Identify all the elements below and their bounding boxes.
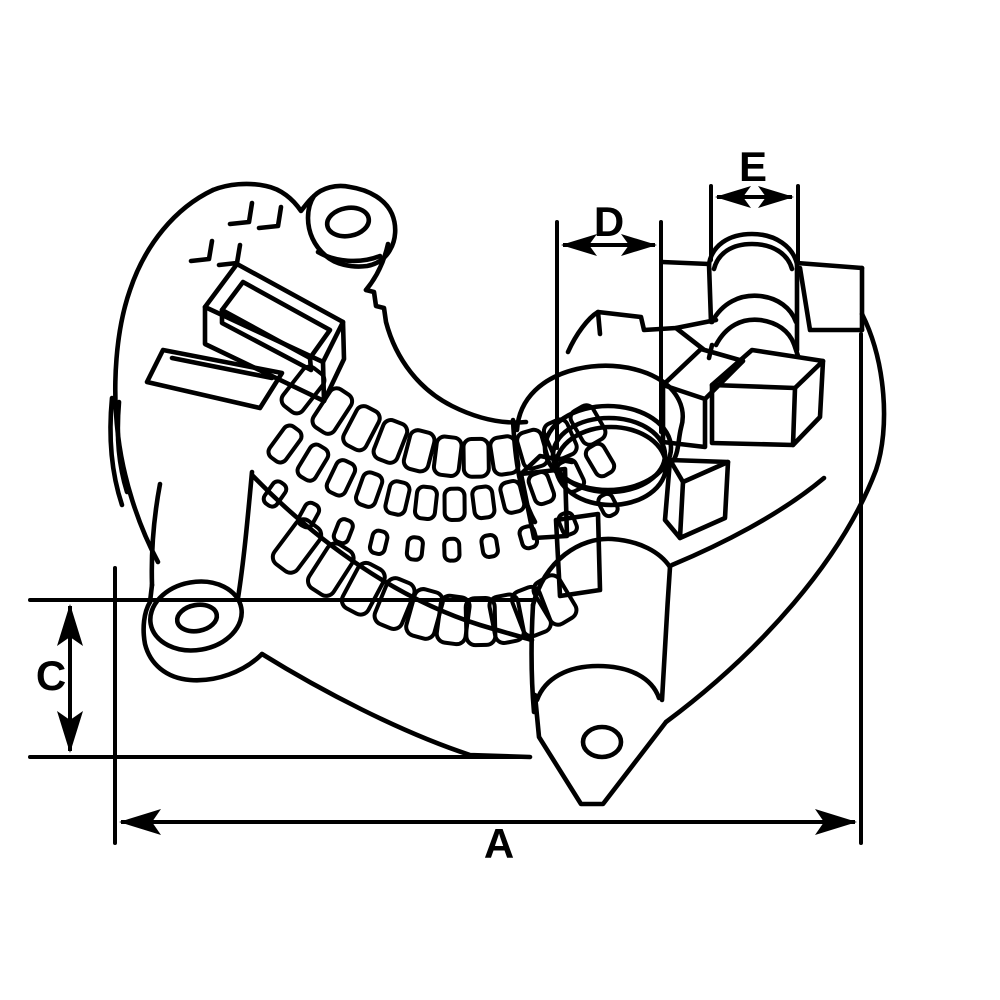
dim-label-d: D xyxy=(594,198,624,245)
vent-slot xyxy=(442,486,467,522)
vent-slot xyxy=(404,535,425,562)
vent-slot xyxy=(295,442,331,483)
dimension-d: D xyxy=(555,198,663,450)
vent-slot xyxy=(596,491,620,519)
part-outline xyxy=(108,181,887,807)
vent-slot xyxy=(479,533,500,559)
vent-slot xyxy=(531,573,579,627)
dim-c-arrow-down-icon xyxy=(57,711,83,753)
vent-slot xyxy=(296,500,322,530)
vent-slot xyxy=(461,436,491,479)
dim-a-arrow-left-icon xyxy=(119,809,161,835)
vent-slot xyxy=(383,479,412,517)
vent-slot xyxy=(270,517,324,575)
vent-slot xyxy=(583,441,617,479)
vent-slot xyxy=(331,517,355,546)
vent-slot xyxy=(354,470,385,509)
vent-slot xyxy=(442,536,462,563)
vent-slot xyxy=(517,524,540,551)
vent-slot xyxy=(339,560,387,617)
vent-slot xyxy=(279,364,327,416)
vent-slot xyxy=(526,470,557,507)
dimension-e: E xyxy=(709,143,800,264)
vent-slot xyxy=(555,457,587,494)
vent-slot xyxy=(431,434,464,478)
dim-e-arrow-right-icon xyxy=(758,186,794,208)
dim-d-arrow-left-icon xyxy=(561,234,597,256)
vent-slot xyxy=(305,541,356,598)
vent-slot xyxy=(261,479,289,509)
vent-slot xyxy=(498,478,527,515)
vent-slot xyxy=(556,510,579,537)
vent-slot xyxy=(412,484,439,522)
dim-d-arrow-right-icon xyxy=(621,234,657,256)
dim-e-arrow-left-icon xyxy=(715,186,751,208)
dim-a-arrow-right-icon xyxy=(815,809,857,835)
vent-slot-field xyxy=(261,364,620,648)
vent-slot xyxy=(266,423,304,465)
vent-slot xyxy=(541,417,579,461)
vent-slot xyxy=(568,403,608,447)
vent-slot xyxy=(341,404,382,453)
dim-label-c: C xyxy=(36,652,66,699)
vent-slot xyxy=(310,386,355,436)
vent-slot xyxy=(367,528,390,556)
dim-label-e: E xyxy=(739,143,767,190)
vent-slot xyxy=(488,434,521,477)
dim-c-arrow-up-icon xyxy=(57,604,83,646)
vent-slot xyxy=(371,418,410,465)
vent-slot xyxy=(324,458,358,498)
vent-slot xyxy=(487,592,526,646)
vent-slot xyxy=(510,584,553,639)
vent-slot xyxy=(470,484,497,521)
dimension-a: A xyxy=(113,332,863,867)
dim-label-a: A xyxy=(484,820,514,867)
dimension-c: C xyxy=(28,598,534,759)
vent-slot xyxy=(401,428,437,474)
vent-slot xyxy=(515,427,550,471)
